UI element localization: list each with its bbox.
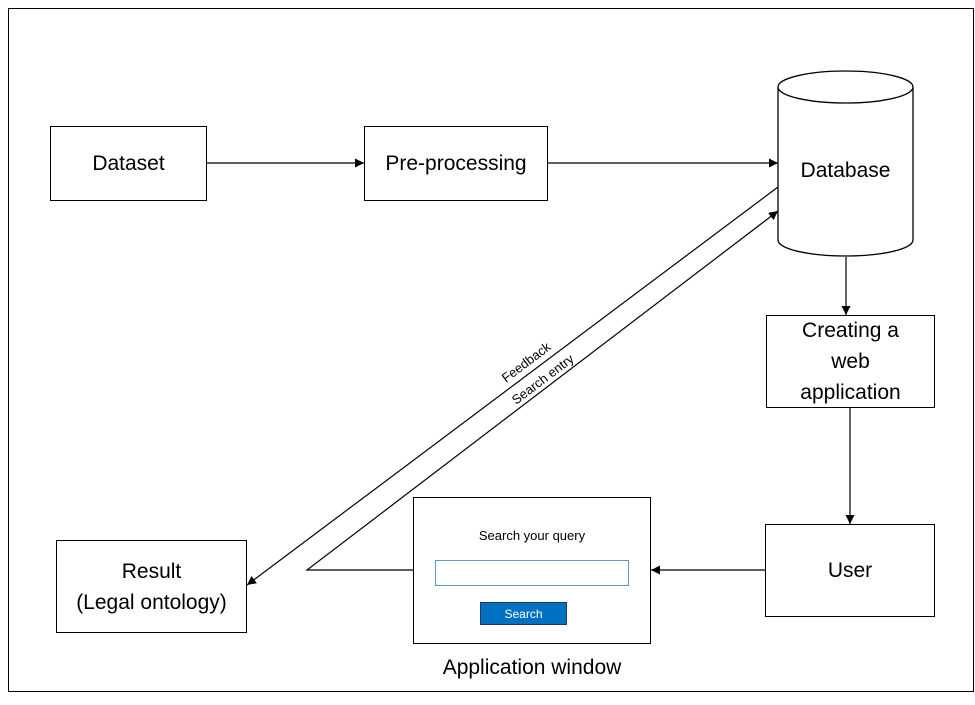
result-node: Result (Legal ontology) xyxy=(56,540,247,633)
web-app-label-line-3: application xyxy=(800,381,901,404)
web-app-label-line-2: web xyxy=(831,350,870,373)
arrow-search-entry-to-database xyxy=(305,210,779,571)
user-node: User xyxy=(765,524,935,617)
search-prompt: Search your query xyxy=(478,528,586,543)
application-window-caption: Application window xyxy=(442,656,622,679)
diagram-frame xyxy=(8,8,974,692)
user-label: User xyxy=(827,559,873,582)
web-app-label-line-1: Creating a xyxy=(802,319,899,342)
preprocessing-label: Pre-processing xyxy=(385,152,527,175)
search-input[interactable] xyxy=(435,560,629,586)
arrow-feedback-to-result xyxy=(246,186,779,586)
result-label-line-2: (Legal ontology) xyxy=(76,590,227,614)
database-label: Database xyxy=(800,159,891,182)
web-app-node: Creating a web application xyxy=(766,315,935,408)
result-label-line-1: Result xyxy=(121,559,182,583)
database-cylinder-icon xyxy=(777,70,914,257)
dataset-label: Dataset xyxy=(92,152,165,175)
application-window: Search your query Search xyxy=(413,497,651,644)
search-button[interactable]: Search xyxy=(480,602,567,625)
preprocessing-node: Pre-processing xyxy=(364,126,548,201)
dataset-node: Dataset xyxy=(50,126,207,201)
